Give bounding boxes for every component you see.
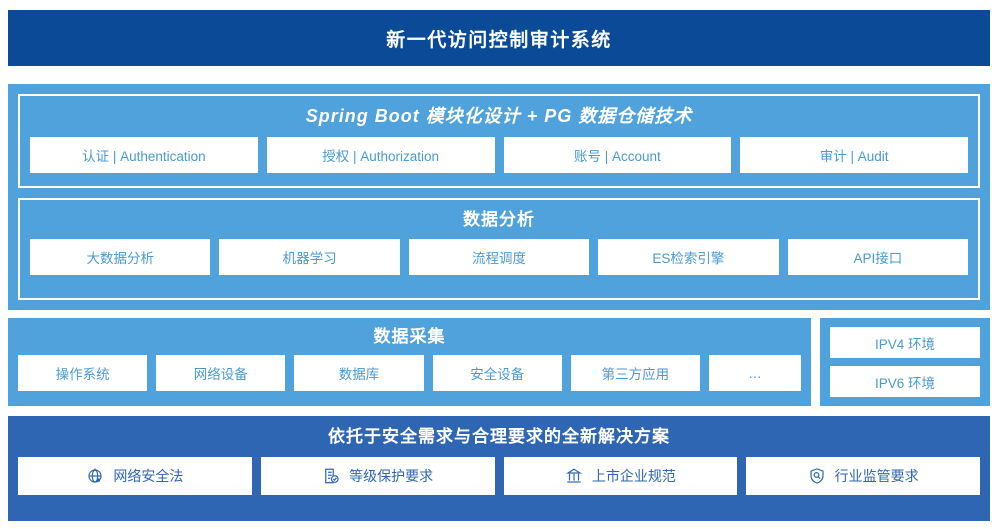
analysis-chip[interactable]: 大数据分析 — [30, 239, 211, 276]
solution-chip-label: 行业监管要求 — [834, 468, 919, 485]
page-title: 新一代访问控制审计系统 — [386, 29, 612, 51]
bank-icon — [565, 467, 583, 485]
collection-chip[interactable]: 网络设备 — [156, 355, 286, 392]
platform-section: Spring Boot 模块化设计 + PG 数据仓储技术 认证 | Authe… — [8, 84, 990, 310]
solution-chip-listed-enterprise[interactable]: 上市企业规范 — [503, 457, 738, 496]
environment-chip-ipv6[interactable]: IPV6 环境 — [830, 366, 980, 397]
platform-panel: Spring Boot 模块化设计 + PG 数据仓储技术 认证 | Authe… — [18, 94, 980, 188]
collection-title: 数据采集 — [373, 327, 446, 346]
solution-title: 依托于安全需求与合理要求的全新解决方案 — [328, 427, 670, 446]
analysis-title: 数据分析 — [463, 210, 535, 229]
solution-chip-row: 网络安全法 等级保护要求 — [18, 457, 980, 496]
document-check-icon — [322, 467, 340, 485]
solution-section: 依托于安全需求与合理要求的全新解决方案 网络安全法 — [8, 416, 990, 521]
solution-chip-classified-protection[interactable]: 等级保护要求 — [260, 457, 495, 496]
solution-chip-cybersecurity-law[interactable]: 网络安全法 — [18, 457, 252, 496]
solution-chip-label: 等级保护要求 — [349, 468, 434, 485]
solution-chip-label: 上市企业规范 — [591, 468, 676, 485]
collection-chip[interactable]: 安全设备 — [432, 355, 562, 392]
solution-chip-label: 网络安全法 — [113, 468, 184, 485]
platform-chip[interactable]: 认证 | Authentication — [30, 136, 258, 173]
environment-section: IPV4 环境 IPV6 环境 — [820, 318, 990, 406]
platform-chip[interactable]: 账号 | Account — [503, 136, 732, 173]
analysis-chip[interactable]: ES检索引擎 — [598, 239, 779, 276]
solution-chip-industry-regulation[interactable]: 行业监管要求 — [746, 457, 980, 496]
analysis-chip[interactable]: 流程调度 — [408, 239, 590, 276]
platform-title: Spring Boot 模块化设计 + PG 数据仓储技术 — [305, 106, 693, 126]
collection-chip[interactable]: 数据库 — [294, 355, 424, 392]
analysis-chip-row: 大数据分析 机器学习 流程调度 ES检索引擎 API接口 — [30, 239, 969, 276]
collection-section: 数据采集 操作系统 网络设备 数据库 安全设备 第三方应用 … — [8, 318, 811, 406]
shield-search-icon — [808, 467, 826, 485]
platform-chip[interactable]: 授权 | Authorization — [266, 136, 495, 173]
page-header: 新一代访问控制审计系统 — [8, 10, 990, 66]
collection-chip[interactable]: 第三方应用 — [570, 355, 701, 392]
analysis-chip[interactable]: 机器学习 — [219, 239, 400, 276]
platform-chip-row: 认证 | Authentication 授权 | Authorization 账… — [30, 136, 968, 173]
environment-chip-ipv4[interactable]: IPV4 环境 — [830, 327, 980, 358]
analysis-panel: 数据分析 大数据分析 机器学习 流程调度 ES检索引擎 API接口 — [18, 198, 980, 300]
analysis-chip[interactable]: API接口 — [787, 239, 969, 276]
collection-chip-more[interactable]: … — [709, 355, 802, 392]
collection-chip[interactable]: 操作系统 — [18, 355, 148, 392]
collection-chip-row: 操作系统 网络设备 数据库 安全设备 第三方应用 … — [18, 355, 802, 392]
globe-icon — [86, 467, 104, 485]
platform-chip[interactable]: 审计 | Audit — [740, 136, 968, 173]
